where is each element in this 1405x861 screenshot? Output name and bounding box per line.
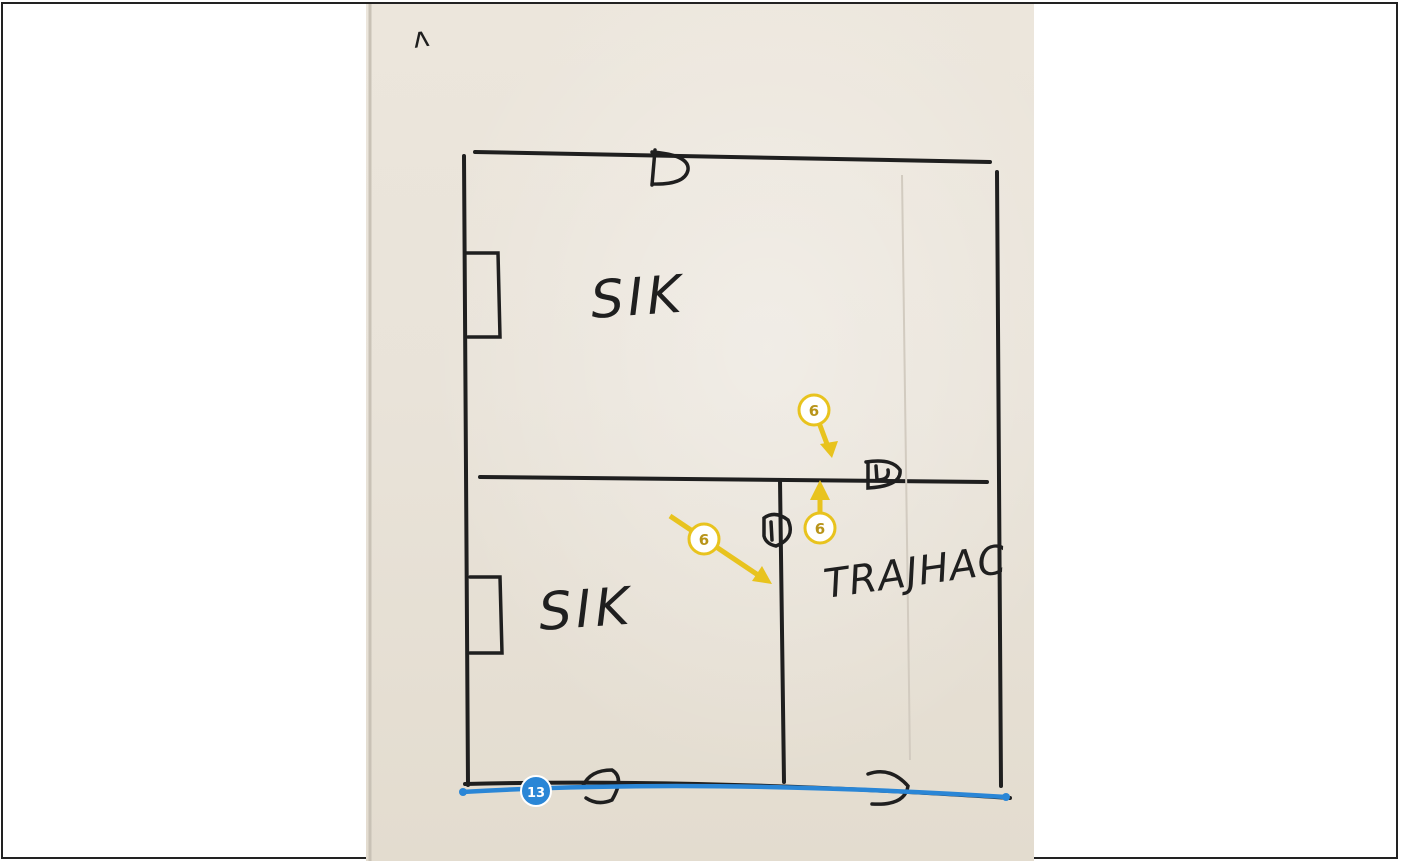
window-bottom-icon	[468, 575, 504, 655]
floorplan-photo	[366, 4, 1034, 861]
wall-divider	[778, 478, 786, 784]
window-top-icon	[464, 251, 502, 339]
wall-right	[995, 170, 1003, 788]
room-label-bottom-right: TRAJHAC	[821, 537, 1009, 608]
annotation-marker[interactable]	[797, 393, 831, 427]
door-top-icon	[650, 148, 690, 187]
door-middle-icon	[864, 459, 902, 490]
pencil-guide	[901, 174, 911, 761]
annotations-yellow: 6 6 6	[668, 393, 838, 584]
arrow-head	[820, 441, 838, 458]
annotation-marker-label: 6	[815, 520, 825, 538]
door-bottom-right-icon	[866, 770, 910, 806]
door-divider-icon	[762, 512, 792, 548]
wall-left	[462, 154, 470, 787]
measure-endpoint[interactable]	[459, 788, 467, 796]
wall-middle	[478, 475, 989, 484]
arrow-head	[810, 480, 830, 500]
room-label-top: SIK	[589, 265, 687, 331]
annotations-blue: 13	[459, 775, 1010, 807]
annotation-marker[interactable]	[687, 522, 721, 556]
annotation-marker[interactable]	[520, 775, 552, 807]
corner-mark: ᴧ	[410, 20, 431, 55]
annotation-marker-label: 6	[809, 402, 819, 420]
door-symbols	[581, 148, 910, 806]
measure-endpoint[interactable]	[1002, 793, 1010, 801]
door-bottom-left-icon	[581, 768, 621, 805]
window-symbols	[464, 251, 504, 655]
wall-top	[473, 150, 992, 164]
annotation-marker-label: 13	[527, 786, 545, 801]
outer-walls	[462, 150, 1012, 800]
room-labels: ᴧ SIK SIK TRAJHAC	[410, 20, 1009, 643]
room-label-bottom-left: SIK	[537, 577, 635, 643]
arrow-head	[752, 566, 772, 584]
annotation-marker-label: 6	[699, 531, 709, 549]
annotation-marker[interactable]	[803, 511, 837, 545]
